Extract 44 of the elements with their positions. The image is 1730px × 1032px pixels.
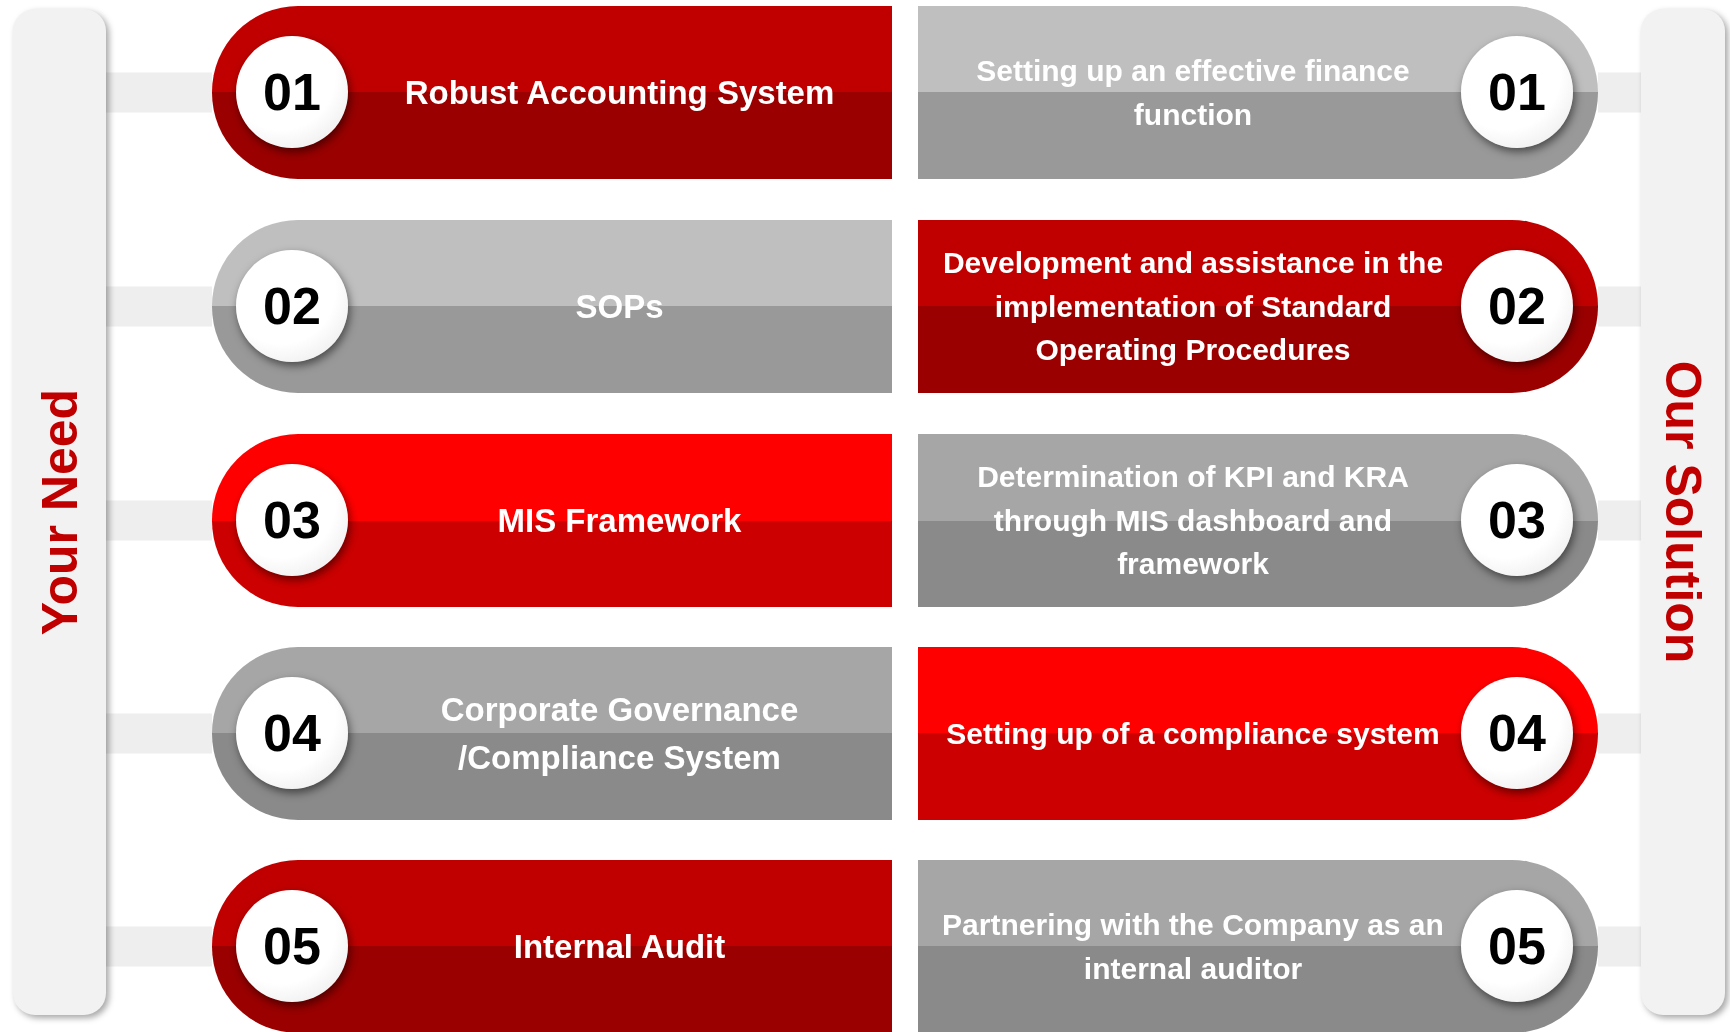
connector-bar: [1598, 926, 1641, 967]
banner-text: Corporate Governance /Compliance System: [439, 689, 800, 778]
numbered-banner: [918, 434, 1598, 607]
connector-bar: [1598, 286, 1641, 327]
numbered-banner: [212, 647, 892, 820]
banner-text: Internal Audit: [513, 926, 726, 967]
number-badge: 02: [1461, 250, 1573, 362]
connector-bar: [106, 713, 212, 754]
banner-text: Setting up of a compliance system: [946, 715, 1440, 752]
connector-bar: [1598, 72, 1641, 113]
number-badge: 02: [236, 250, 348, 362]
banner-text: SOPs: [575, 286, 664, 327]
banner-text: Setting up an effective finance function: [975, 53, 1411, 133]
banner-text: Determination of KPI and KRA through MIS dashboard and framework: [976, 459, 1410, 583]
numbered-banner: [212, 860, 892, 1032]
numbered-banner: [918, 220, 1598, 393]
banner-text: Robust Accounting System: [404, 72, 835, 113]
connector-bar: [106, 500, 212, 541]
number-badge: 01: [1461, 36, 1573, 148]
number-badge: 01: [236, 36, 348, 148]
numbered-banner: [918, 860, 1598, 1032]
number-badge: 03: [1461, 464, 1573, 576]
numbered-banner: [918, 647, 1598, 820]
number-badge: 04: [1461, 677, 1573, 789]
band-title: Your Need: [30, 388, 89, 636]
connector-bar: [106, 926, 212, 967]
connector-bar: [1598, 713, 1641, 754]
side-band: [13, 9, 106, 1015]
banner-text: Development and assistance in the implementation of Standard Operating Procedures: [941, 245, 1445, 369]
band-title: Our Solution: [1654, 360, 1712, 664]
connector-bar: [106, 286, 212, 327]
number-badge: 03: [236, 464, 348, 576]
numbered-banner: [212, 220, 892, 393]
side-band: [1641, 9, 1725, 1015]
numbered-banner: [212, 6, 892, 179]
numbered-banner: [918, 6, 1598, 179]
number-badge: 04: [236, 677, 348, 789]
numbered-banner: [212, 434, 892, 607]
number-badge: 05: [236, 890, 348, 1002]
connector-bar: [106, 72, 212, 113]
banner-text: MIS Framework: [497, 500, 742, 541]
connector-bar: [1598, 500, 1641, 541]
banner-text: Partnering with the Company as an internal auditor: [941, 907, 1445, 987]
number-badge: 05: [1461, 890, 1573, 1002]
